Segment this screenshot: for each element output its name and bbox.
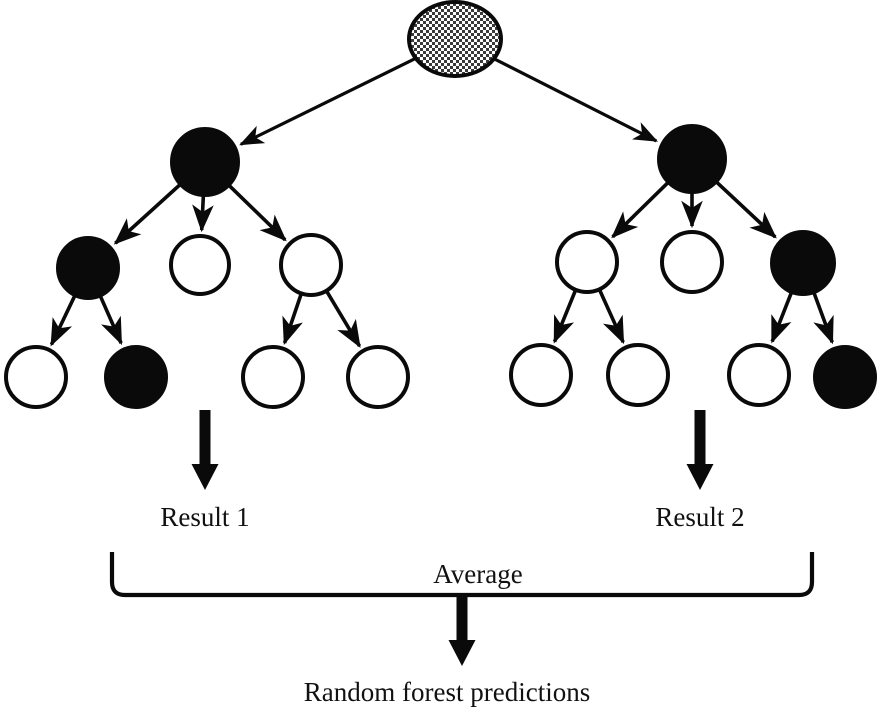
result-1-label: Result 1	[160, 502, 249, 532]
tree-node-root	[407, 0, 503, 78]
tree-node-white	[509, 343, 573, 407]
tree-edge	[282, 290, 304, 345]
tree-node-white	[169, 234, 231, 296]
final-prediction-label: Random forest predictions	[304, 677, 590, 707]
result-2-label: Result 2	[655, 502, 744, 532]
tree-edge	[811, 290, 834, 345]
tree-edge	[323, 288, 362, 348]
tree-edge	[113, 182, 183, 245]
tree-node-white	[555, 230, 619, 294]
tree-node-black	[813, 345, 877, 409]
average-bracket	[109, 552, 815, 598]
tree-edge	[770, 290, 794, 344]
tree-edge	[226, 183, 287, 242]
tree-node-white	[606, 343, 670, 407]
tree-edge	[98, 293, 123, 346]
tree-node-white	[241, 345, 305, 409]
tree-edge	[485, 53, 659, 143]
tree-edge	[192, 193, 214, 233]
result-2-arrow	[686, 410, 714, 490]
tree-edge	[552, 287, 579, 344]
tree-node-black	[56, 236, 120, 300]
nodes-layer	[4, 0, 877, 409]
tree-node-black	[770, 230, 836, 296]
tree-edge	[596, 286, 625, 345]
tree-node-white	[660, 230, 724, 294]
final-arrow	[448, 596, 476, 666]
tree-edge	[49, 293, 78, 347]
tree-node-black	[657, 124, 727, 194]
tree-node-white	[727, 343, 791, 407]
average-label: Average	[433, 559, 522, 589]
tree-edge	[239, 53, 425, 146]
tree-node-black	[104, 345, 168, 409]
tree-node-black	[170, 127, 240, 197]
block-arrows-layer	[191, 410, 714, 666]
tree-node-white	[4, 345, 68, 409]
result-1-arrow	[191, 410, 219, 490]
tree-node-white	[279, 233, 343, 297]
edges-layer	[49, 53, 834, 348]
tree-edge	[714, 179, 777, 239]
tree-edge	[611, 180, 671, 239]
tree-node-white	[346, 345, 410, 409]
